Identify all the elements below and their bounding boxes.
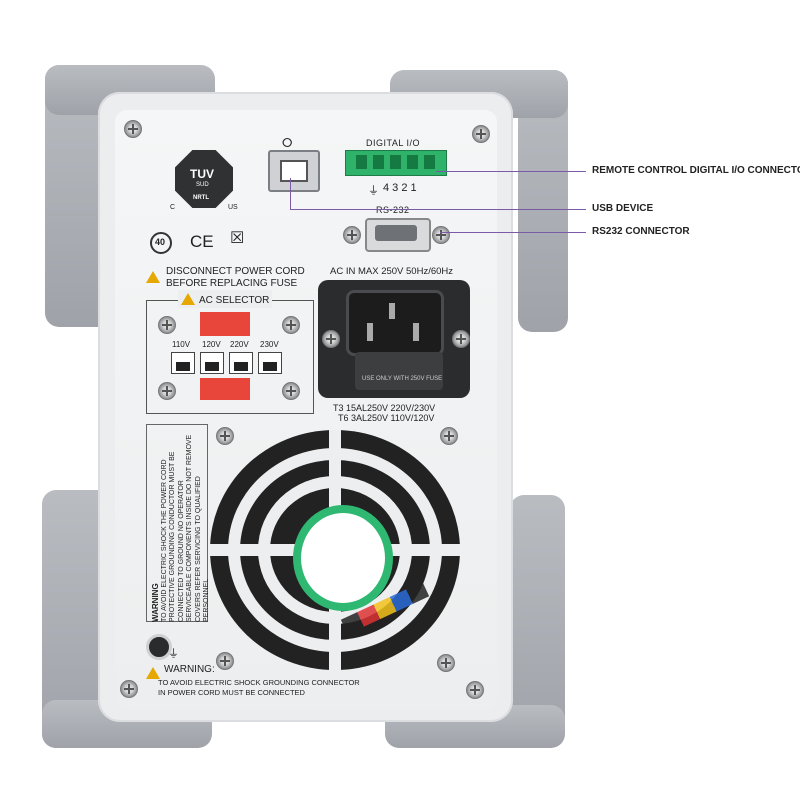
fuse-rating-1: T3 15AL250V 220V/230V bbox=[333, 403, 436, 413]
side-warning-box bbox=[146, 424, 208, 622]
screw bbox=[120, 680, 138, 698]
rs232-label: RS-232 bbox=[376, 205, 410, 215]
voltage-220: 220V bbox=[230, 340, 249, 349]
disconnect-warning-line1: DISCONNECT POWER CORD bbox=[166, 266, 305, 277]
screw bbox=[124, 120, 142, 138]
seal-text: TUV bbox=[190, 167, 214, 181]
digital-io-pins: 4 3 2 1 bbox=[383, 182, 417, 194]
screw bbox=[440, 427, 458, 445]
digital-io-label: DIGITAL I/O bbox=[366, 138, 421, 148]
ground-icon: ⏚ bbox=[368, 185, 379, 197]
warning-icon bbox=[181, 292, 195, 305]
screw bbox=[437, 654, 455, 672]
screw bbox=[158, 382, 176, 400]
screw bbox=[216, 652, 234, 670]
fuse-cap-label: USE ONLY WITH 250V FUSE bbox=[362, 376, 443, 382]
disconnect-warning-line2: BEFORE REPLACING FUSE bbox=[166, 278, 298, 289]
seal-right: US bbox=[228, 204, 238, 211]
ac-socket[interactable] bbox=[346, 290, 444, 356]
warning-icon bbox=[146, 268, 164, 286]
callout-digital-io: REMOTE CONTROL DIGITAL I/O CONNECTOR bbox=[592, 165, 800, 176]
voltage-indicator bbox=[258, 352, 282, 374]
side-warning-body: TO AVOID ELECTRIC SHOCK THE POWER CORD P… bbox=[160, 434, 211, 622]
callout-usb: USB DEVICE bbox=[592, 203, 654, 214]
ac-selector-title: AC SELECTOR bbox=[199, 295, 270, 306]
fuse-holder[interactable] bbox=[355, 352, 443, 390]
screw bbox=[466, 681, 484, 699]
callout-line-digital-io bbox=[436, 171, 586, 172]
bottom-warning-title: WARNING: bbox=[164, 664, 215, 675]
screw bbox=[282, 382, 300, 400]
environment-age-icon bbox=[150, 232, 172, 254]
ground-icon: ⏚ bbox=[168, 648, 179, 660]
voltage-selector-switch[interactable] bbox=[200, 378, 250, 400]
ce-mark: CE bbox=[190, 232, 214, 251]
side-warning-text-block: WARNING TO AVOID ELECTRIC SHOCK THE POWE… bbox=[151, 432, 210, 622]
seal-sub: SUD bbox=[196, 182, 209, 188]
ac-in-label: AC IN MAX 250V 50Hz/60Hz bbox=[330, 266, 454, 277]
screw bbox=[472, 125, 490, 143]
usb-port[interactable] bbox=[268, 150, 320, 192]
seal-left: C bbox=[170, 204, 176, 211]
seal-bottom: NRTL bbox=[193, 195, 209, 201]
callout-rs232: RS232 CONNECTOR bbox=[592, 226, 690, 237]
screw bbox=[216, 427, 234, 445]
bottom-warning-line1: TO AVOID ELECTRIC SHOCK GROUNDING CONNEC… bbox=[158, 678, 360, 687]
side-warning-title: WARNING bbox=[151, 583, 160, 622]
voltage-indicator bbox=[229, 352, 253, 374]
ac-inlet-screw bbox=[322, 330, 340, 348]
ground-terminal[interactable] bbox=[146, 634, 172, 660]
callout-line-usb bbox=[290, 209, 586, 210]
screw bbox=[158, 316, 176, 334]
voltage-120: 120V bbox=[202, 340, 221, 349]
callout-line-rs232 bbox=[440, 232, 586, 233]
usb-icon: ⭘ bbox=[282, 135, 293, 150]
ac-selector-title-wrap: AC SELECTOR bbox=[178, 290, 273, 308]
weee-bin-icon: ☒ bbox=[230, 230, 245, 247]
rs232-screw bbox=[343, 226, 361, 244]
voltage-230: 230V bbox=[260, 340, 279, 349]
voltage-indicator bbox=[171, 352, 195, 374]
rubber-bumper bbox=[510, 495, 565, 745]
fuse-rating-2: T6 3AL250V 110V/120V bbox=[338, 413, 435, 423]
bottom-warning-line2: IN POWER CORD MUST BE CONNECTED bbox=[158, 688, 305, 697]
cooling-fan bbox=[210, 430, 460, 670]
voltage-selector-switch[interactable] bbox=[200, 312, 250, 336]
rs232-screw bbox=[432, 226, 450, 244]
bottom-warning-icon bbox=[146, 664, 164, 682]
tuv-certification-seal bbox=[175, 150, 233, 208]
callout-line-usb bbox=[290, 178, 291, 209]
screw bbox=[282, 316, 300, 334]
voltage-110: 110V bbox=[172, 340, 191, 349]
age-mark: 40 bbox=[155, 237, 166, 247]
digital-io-connector[interactable] bbox=[345, 150, 447, 176]
ac-inlet-screw bbox=[452, 330, 470, 348]
rs232-port[interactable] bbox=[365, 218, 431, 252]
voltage-indicator bbox=[200, 352, 224, 374]
